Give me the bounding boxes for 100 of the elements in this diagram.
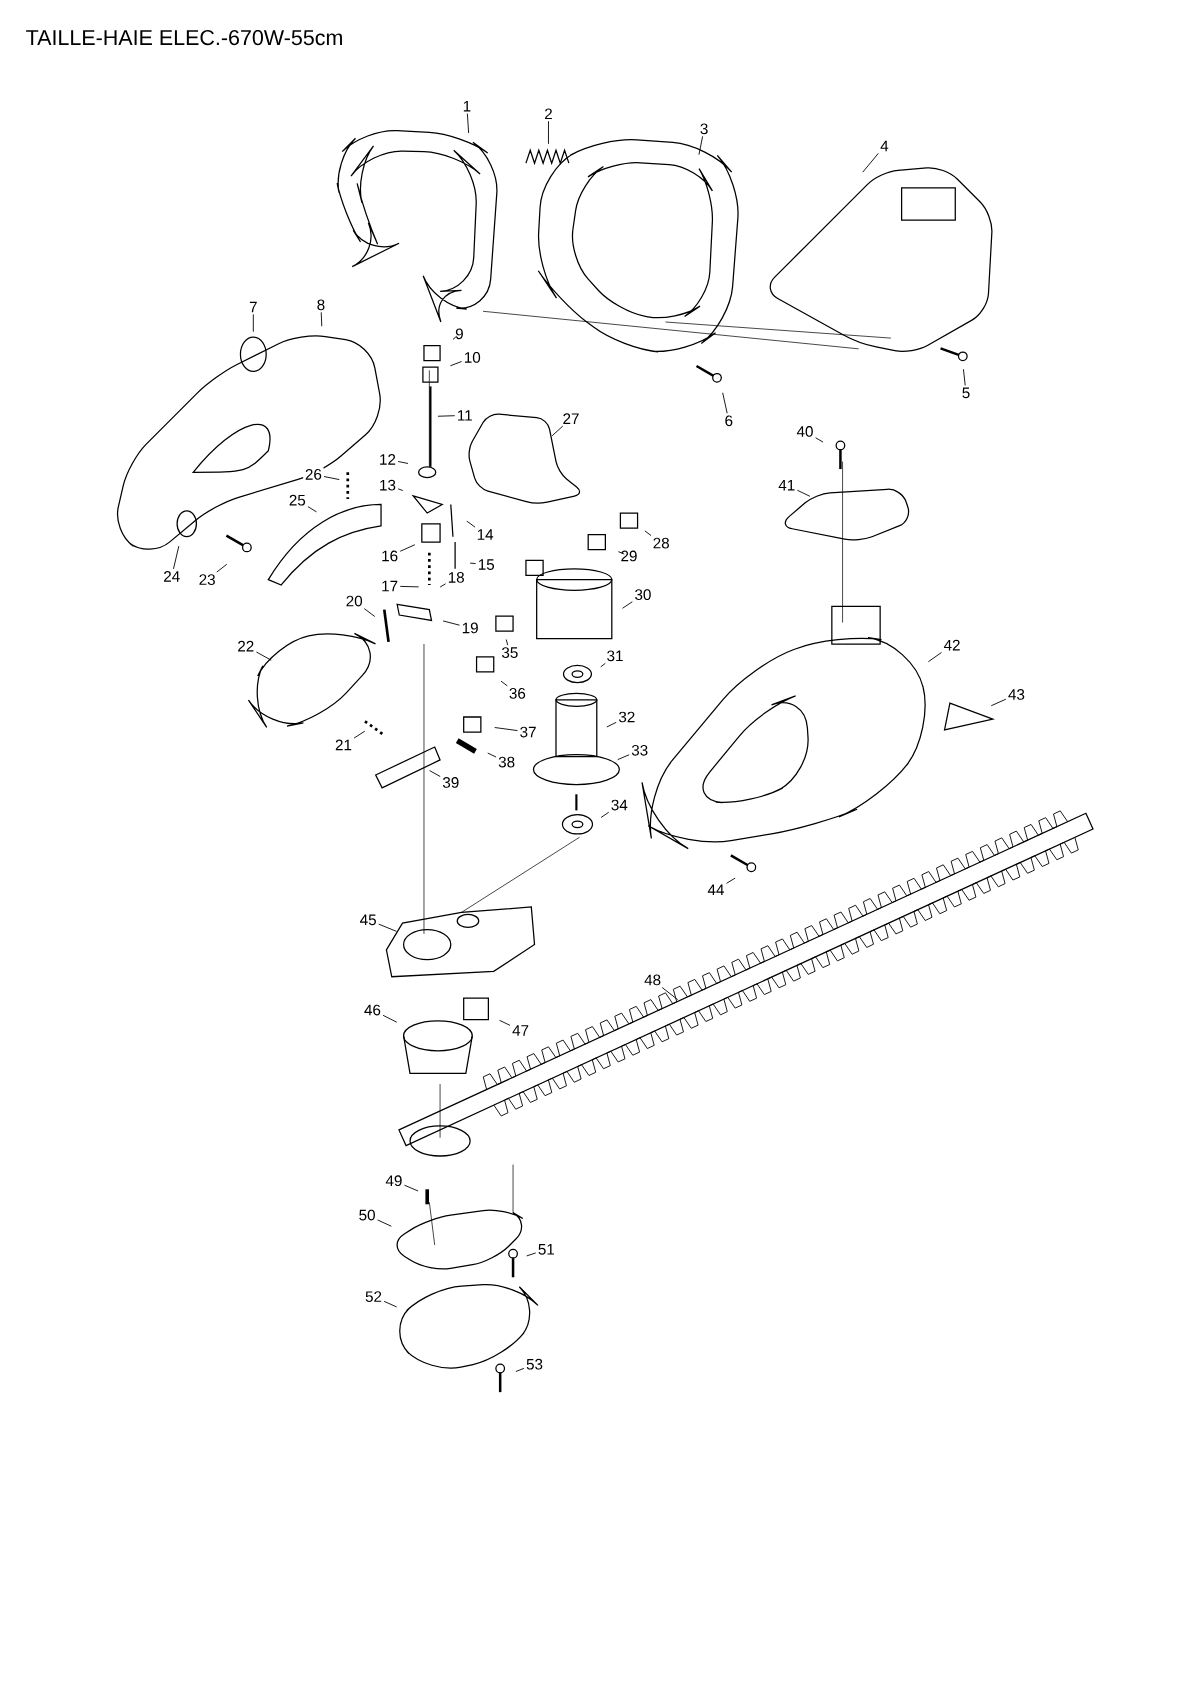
callout-number: 10	[461, 350, 483, 365]
leader-line	[399, 544, 416, 552]
leader-line	[466, 520, 476, 528]
callout-number: 23	[196, 572, 218, 587]
callout-number: 14	[474, 527, 496, 542]
leader-line	[378, 923, 397, 932]
leader-line	[515, 1367, 525, 1372]
callout-number: 11	[454, 408, 475, 423]
callout-number: 3	[697, 121, 710, 136]
leader-line	[990, 698, 1007, 707]
callout-number: 27	[560, 411, 582, 426]
leader-line	[862, 152, 879, 173]
callout-number: 49	[383, 1173, 404, 1188]
leader-line	[698, 135, 703, 156]
leader-line	[796, 489, 811, 497]
leader-line	[469, 562, 476, 565]
callout-number: 37	[517, 724, 539, 740]
callout-number: 26	[303, 467, 324, 482]
leader-line	[320, 311, 323, 327]
leader-line	[962, 368, 966, 386]
callout-number: 13	[377, 478, 398, 493]
callout-number: 19	[459, 620, 481, 636]
callout-number: 2	[542, 106, 555, 121]
callout-number: 51	[535, 1242, 557, 1257]
leader-line	[500, 680, 508, 687]
callout-number: 32	[616, 709, 637, 725]
leader-line	[428, 770, 441, 777]
callout-number: 50	[356, 1207, 378, 1223]
callout-number: 15	[475, 557, 497, 572]
leader-line	[600, 662, 606, 668]
callout-number: 40	[794, 424, 816, 439]
leader-line	[494, 727, 518, 732]
callout-number: 35	[499, 645, 520, 660]
callout-number: 29	[618, 548, 640, 564]
callout-number: 53	[524, 1357, 545, 1372]
leader-line	[397, 461, 409, 464]
leader-line	[353, 730, 366, 739]
callout-number: 24	[161, 569, 182, 584]
leader-line	[661, 987, 678, 1001]
leader-line	[307, 506, 317, 513]
leader-line	[399, 585, 419, 588]
callout-number: 16	[379, 548, 400, 564]
leader-line	[397, 488, 404, 491]
leader-line	[403, 1184, 419, 1192]
leader-line	[617, 754, 630, 761]
callout-number: 33	[629, 743, 650, 758]
callout-number: 9	[453, 326, 466, 341]
leader-line	[466, 113, 469, 134]
callout-number: 34	[608, 797, 630, 813]
leader-line	[377, 1219, 392, 1227]
callout-number: 31	[604, 648, 626, 663]
callout-number: 25	[286, 493, 308, 508]
leader-line	[452, 335, 458, 340]
leader-line	[927, 652, 942, 663]
leader-line	[725, 877, 736, 884]
leader-line	[382, 1014, 397, 1023]
callout-number: 5	[959, 385, 972, 400]
leader-line	[600, 811, 609, 818]
callout-number: 20	[343, 593, 365, 609]
leader-line	[442, 620, 460, 626]
callout-number: 39	[440, 775, 461, 790]
callout-number: 41	[776, 478, 797, 493]
callout-number: 17	[379, 579, 400, 594]
leader-line	[216, 563, 228, 573]
leader-line	[505, 639, 509, 646]
leader-line	[437, 415, 455, 417]
callout-number: 47	[510, 1023, 531, 1038]
leader-line	[526, 1252, 536, 1257]
callout-number: 4	[878, 138, 891, 153]
callout-number: 48	[642, 972, 663, 988]
leader-line	[255, 651, 272, 661]
callout-number: 42	[941, 638, 963, 653]
callout-number: 44	[705, 882, 726, 897]
leader-line	[644, 530, 652, 537]
leader-line	[551, 425, 564, 437]
leader-line	[449, 361, 462, 367]
leader-line	[547, 120, 549, 145]
leader-line	[815, 437, 824, 443]
callout-number: 7	[247, 299, 260, 314]
leader-line	[363, 608, 376, 617]
leader-line	[617, 551, 625, 555]
leader-line	[487, 752, 497, 758]
callout-number: 22	[235, 639, 256, 654]
leader-line	[621, 601, 633, 609]
leader-line	[383, 1300, 397, 1308]
callout-number: 8	[314, 297, 327, 312]
callout-number: 28	[650, 535, 672, 551]
callout-number: 52	[363, 1289, 384, 1304]
callout-number: 12	[377, 452, 398, 467]
leader-line	[323, 476, 340, 480]
leader-line	[252, 313, 254, 333]
leader-line	[498, 1019, 511, 1026]
callout-number: 21	[333, 737, 354, 752]
leader-line	[722, 392, 728, 414]
callout-number: 36	[506, 686, 528, 701]
callout-number: 45	[357, 912, 379, 927]
callout-number: 6	[722, 413, 735, 428]
callout-number: 1	[460, 99, 473, 114]
title: TAILLE-HAIE ELEC.-670W-55cm	[25, 30, 342, 46]
leader-line	[606, 721, 617, 728]
